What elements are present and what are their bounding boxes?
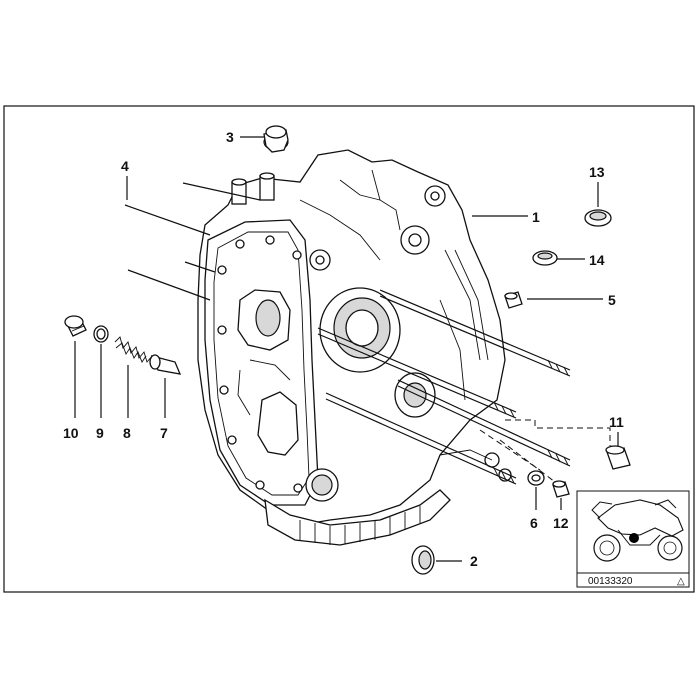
callout-9: 9 — [96, 425, 104, 441]
motorcycle-icon — [591, 499, 684, 562]
callout-7: 7 — [160, 425, 168, 441]
crankcase[interactable] — [197, 149, 512, 546]
screw-plug-10[interactable] — [64, 315, 87, 337]
plug-14[interactable] — [532, 250, 558, 266]
ring-6[interactable] — [527, 470, 545, 486]
callout-8: 8 — [123, 425, 131, 441]
diagram-frame — [3, 105, 695, 593]
studs[interactable] — [124, 182, 571, 485]
dowel-5[interactable] — [504, 291, 523, 309]
sleeve-12[interactable] — [552, 480, 570, 498]
leader-lines — [74, 136, 619, 562]
callout-3: 3 — [226, 129, 234, 145]
document-number: 00133320 — [588, 576, 633, 587]
plug-bottom[interactable] — [411, 545, 435, 575]
callouts: 1 2 3 4 5 6 7 8 9 10 11 12 13 14 — [63, 129, 624, 569]
callout-12: 12 — [553, 515, 569, 531]
callout-6: 6 — [530, 515, 538, 531]
callout-10: 10 — [63, 425, 79, 441]
triangle-icon: △ — [677, 576, 685, 587]
sleeve-11[interactable] — [605, 445, 631, 470]
callout-13: 13 — [589, 164, 605, 180]
seal-ring-9[interactable] — [93, 325, 109, 343]
callout-2: 2 — [470, 553, 478, 569]
callout-11: 11 — [609, 414, 624, 430]
plug-top[interactable] — [263, 125, 289, 153]
piston-7[interactable] — [149, 354, 182, 375]
plug-13[interactable] — [584, 209, 612, 227]
callout-14: 14 — [589, 252, 605, 268]
motorcycle-locator: 00133320 △ — [576, 490, 690, 588]
spring-8[interactable] — [114, 336, 153, 363]
callout-1: 1 — [532, 209, 540, 225]
callout-5: 5 — [608, 292, 616, 308]
location-marker — [629, 533, 639, 543]
callout-4: 4 — [121, 158, 129, 174]
